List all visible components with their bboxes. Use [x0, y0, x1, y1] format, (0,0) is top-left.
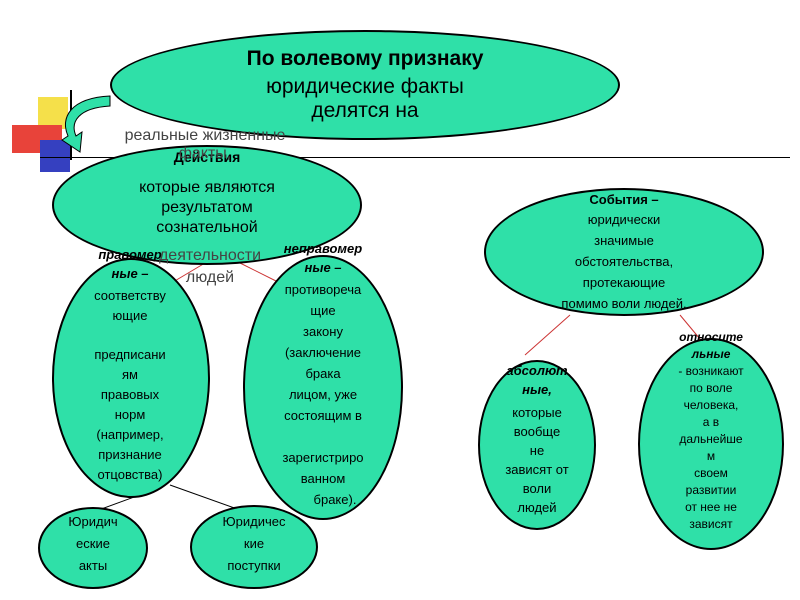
lawful-oval — [52, 258, 210, 498]
unlawful-line: (заключение — [284, 345, 362, 360]
absolute-line: зависят от — [505, 462, 569, 477]
actions-line: людей — [185, 269, 235, 286]
absolute-title: ные, — [522, 382, 552, 397]
decor-yellow-square — [38, 97, 68, 129]
unlawful-line: зарегистриро — [282, 450, 364, 465]
unlawful-line: состоящим в — [284, 408, 362, 423]
unlawful-line: закону — [303, 324, 343, 339]
relative-title: относите — [679, 330, 743, 344]
unlawful-line: щие — [310, 303, 336, 318]
events-line: юридически — [587, 212, 661, 227]
lawful-line: отцовства) — [97, 467, 163, 482]
deeds-line: поступки — [227, 558, 281, 573]
lawful-title: ные – — [111, 266, 149, 281]
lawful-line: ющие — [112, 308, 148, 323]
relative-line: м — [706, 449, 716, 463]
relative-title: льные — [691, 347, 731, 361]
events-line: помимо воли людей. — [561, 296, 687, 311]
relative-oval — [638, 338, 784, 550]
actions-line: которые являются — [139, 179, 275, 196]
deeds-oval — [190, 505, 318, 589]
relative-line: своем — [694, 466, 728, 480]
unlawful-line: лицом, уже — [288, 387, 358, 402]
actions-line: сознательной — [156, 219, 258, 236]
actions-line: деятельности — [158, 247, 262, 264]
events-line: значимые — [594, 233, 654, 248]
relative-line: человека, — [683, 398, 739, 412]
lawful-line: норм — [114, 407, 146, 422]
events-oval — [484, 188, 764, 316]
top-title: По волевому признаку — [246, 47, 484, 70]
connector-actions-unlawful — [239, 262, 279, 283]
relative-line: развитии — [685, 483, 737, 497]
events-line: События – — [589, 192, 659, 207]
lawful-line: признание — [98, 447, 162, 462]
acts-line: еские — [76, 536, 110, 551]
actions-oval: Действия которые являются результатом со… — [52, 145, 362, 265]
absolute-line: вообще — [513, 424, 561, 439]
deeds-line: Юридичес — [222, 514, 286, 529]
absolute-oval — [478, 360, 596, 530]
lawful-title: правомер — [98, 247, 162, 262]
unlawful-title: ные – — [304, 260, 342, 275]
relative-line: дальнейше — [679, 432, 743, 446]
unlawful-oval — [243, 255, 403, 520]
events-line: обстоятельства, — [574, 254, 674, 269]
events-line: протекающие — [582, 275, 666, 290]
unlawful-title: неправомер — [283, 241, 363, 256]
lawful-line: предписани — [94, 347, 166, 362]
deeds-line: кие — [243, 536, 265, 551]
top-line1: юридические факты — [266, 75, 464, 98]
unlawful-line: браке). — [313, 492, 357, 507]
top-line2: делятся на — [311, 99, 419, 122]
acts-line: Юридич — [68, 514, 118, 529]
relative-line: от нее не — [685, 500, 737, 514]
curved-arrow-icon — [61, 95, 111, 153]
decor-horizontal-line — [40, 157, 790, 158]
relative-line: по воле — [689, 381, 733, 395]
relative-line: - возникают — [678, 364, 744, 378]
top-oval: По волевому признаку юридические факты д… — [110, 30, 620, 140]
relative-line: а в — [702, 415, 720, 429]
unlawful-line: ванном — [300, 471, 346, 486]
decor-blue-square — [40, 140, 70, 172]
lawful-line: правовых — [100, 387, 160, 402]
actions-title: Действия — [173, 149, 241, 165]
absolute-line: которые — [512, 405, 562, 420]
connector-events-absolute — [524, 314, 571, 356]
absolute-line: людей — [517, 500, 557, 515]
lawful-line: ям — [122, 367, 138, 382]
lawful-line: соответству — [94, 288, 166, 303]
absolute-line: воли — [522, 481, 552, 496]
absolute-line: не — [529, 443, 545, 458]
actions-line: результатом — [161, 199, 253, 216]
lawful-line: (например, — [96, 427, 164, 442]
connector-lawful-deeds — [169, 484, 241, 511]
unlawful-line: брака — [305, 366, 341, 381]
relative-line: зависят — [689, 517, 733, 531]
unlawful-line: противореча — [284, 282, 362, 297]
acts-line: акты — [78, 558, 108, 573]
absolute-title: абсолют — [506, 363, 568, 378]
acts-oval — [38, 507, 148, 589]
actions-overlay-line: реальные жизненные — [124, 127, 286, 144]
actions-overlay-line: факты, — [178, 145, 232, 162]
